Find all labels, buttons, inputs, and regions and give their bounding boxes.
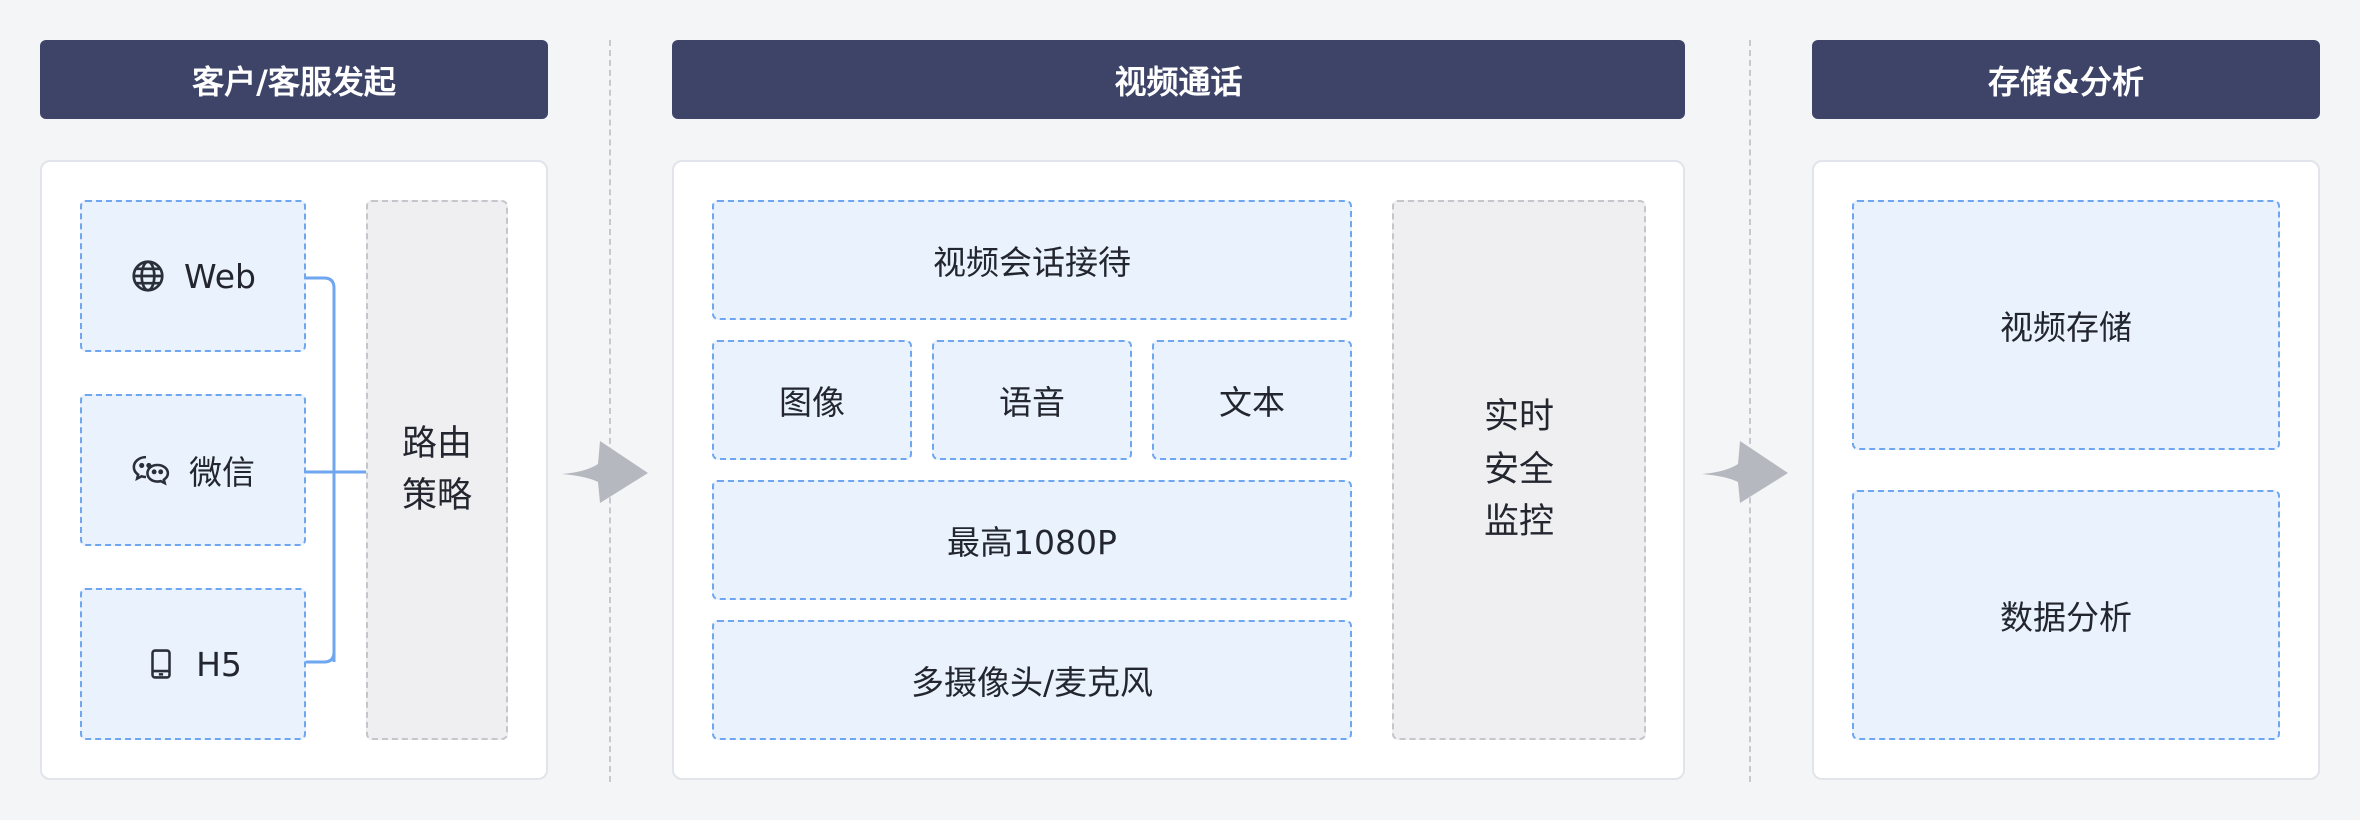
media-text-label: 文本	[1219, 383, 1285, 422]
video-call-header-title: 视频通话	[1114, 62, 1243, 101]
channel-web-label: Web	[184, 256, 256, 296]
wechat-icon	[131, 452, 171, 488]
mobile-icon	[144, 646, 178, 682]
divider-right	[1749, 40, 1751, 782]
video-storage-box: 视频存储	[1852, 200, 2280, 450]
data-analysis-box: 数据分析	[1852, 490, 2280, 740]
security-monitoring-box: 实时 安全 监控	[1392, 200, 1646, 740]
channel-web: Web	[80, 200, 306, 352]
channel-h5-label: H5	[196, 644, 242, 684]
storage-header: 存储&分析	[1812, 40, 2320, 119]
media-voice-label: 语音	[999, 383, 1065, 422]
video-storage-label: 视频存储	[2000, 308, 2132, 347]
channel-connector	[306, 276, 366, 664]
video-call-header: 视频通话	[672, 40, 1685, 119]
resolution-box: 最高1080P	[712, 480, 1352, 600]
security-monitoring-label: 实时 安全 监控	[1483, 397, 1554, 543]
channel-wechat: 微信	[80, 394, 306, 546]
divider-left	[609, 40, 611, 782]
globe-icon	[130, 258, 166, 294]
routing-strategy-box: 路由 策略	[366, 200, 508, 740]
devices-box: 多摄像头/麦克风	[712, 620, 1352, 740]
media-image-box: 图像	[712, 340, 912, 460]
origin-header: 客户/客服发起	[40, 40, 548, 119]
resolution-label: 最高1080P	[947, 523, 1117, 562]
origin-header-title: 客户/客服发起	[192, 62, 396, 101]
devices-label: 多摄像头/麦克风	[910, 663, 1154, 702]
session-reception-label: 视频会话接待	[933, 243, 1131, 282]
channel-h5: H5	[80, 588, 306, 740]
media-text-box: 文本	[1152, 340, 1352, 460]
flow-arrow-2	[1702, 441, 1788, 503]
media-voice-box: 语音	[932, 340, 1132, 460]
routing-strategy-label: 路由 策略	[401, 423, 472, 517]
media-image-label: 图像	[779, 383, 845, 422]
data-analysis-label: 数据分析	[2000, 598, 2132, 637]
storage-header-title: 存储&分析	[1988, 62, 2144, 101]
session-reception-box: 视频会话接待	[712, 200, 1352, 320]
flow-arrow-1	[562, 441, 648, 503]
channel-wechat-label: 微信	[189, 453, 255, 492]
